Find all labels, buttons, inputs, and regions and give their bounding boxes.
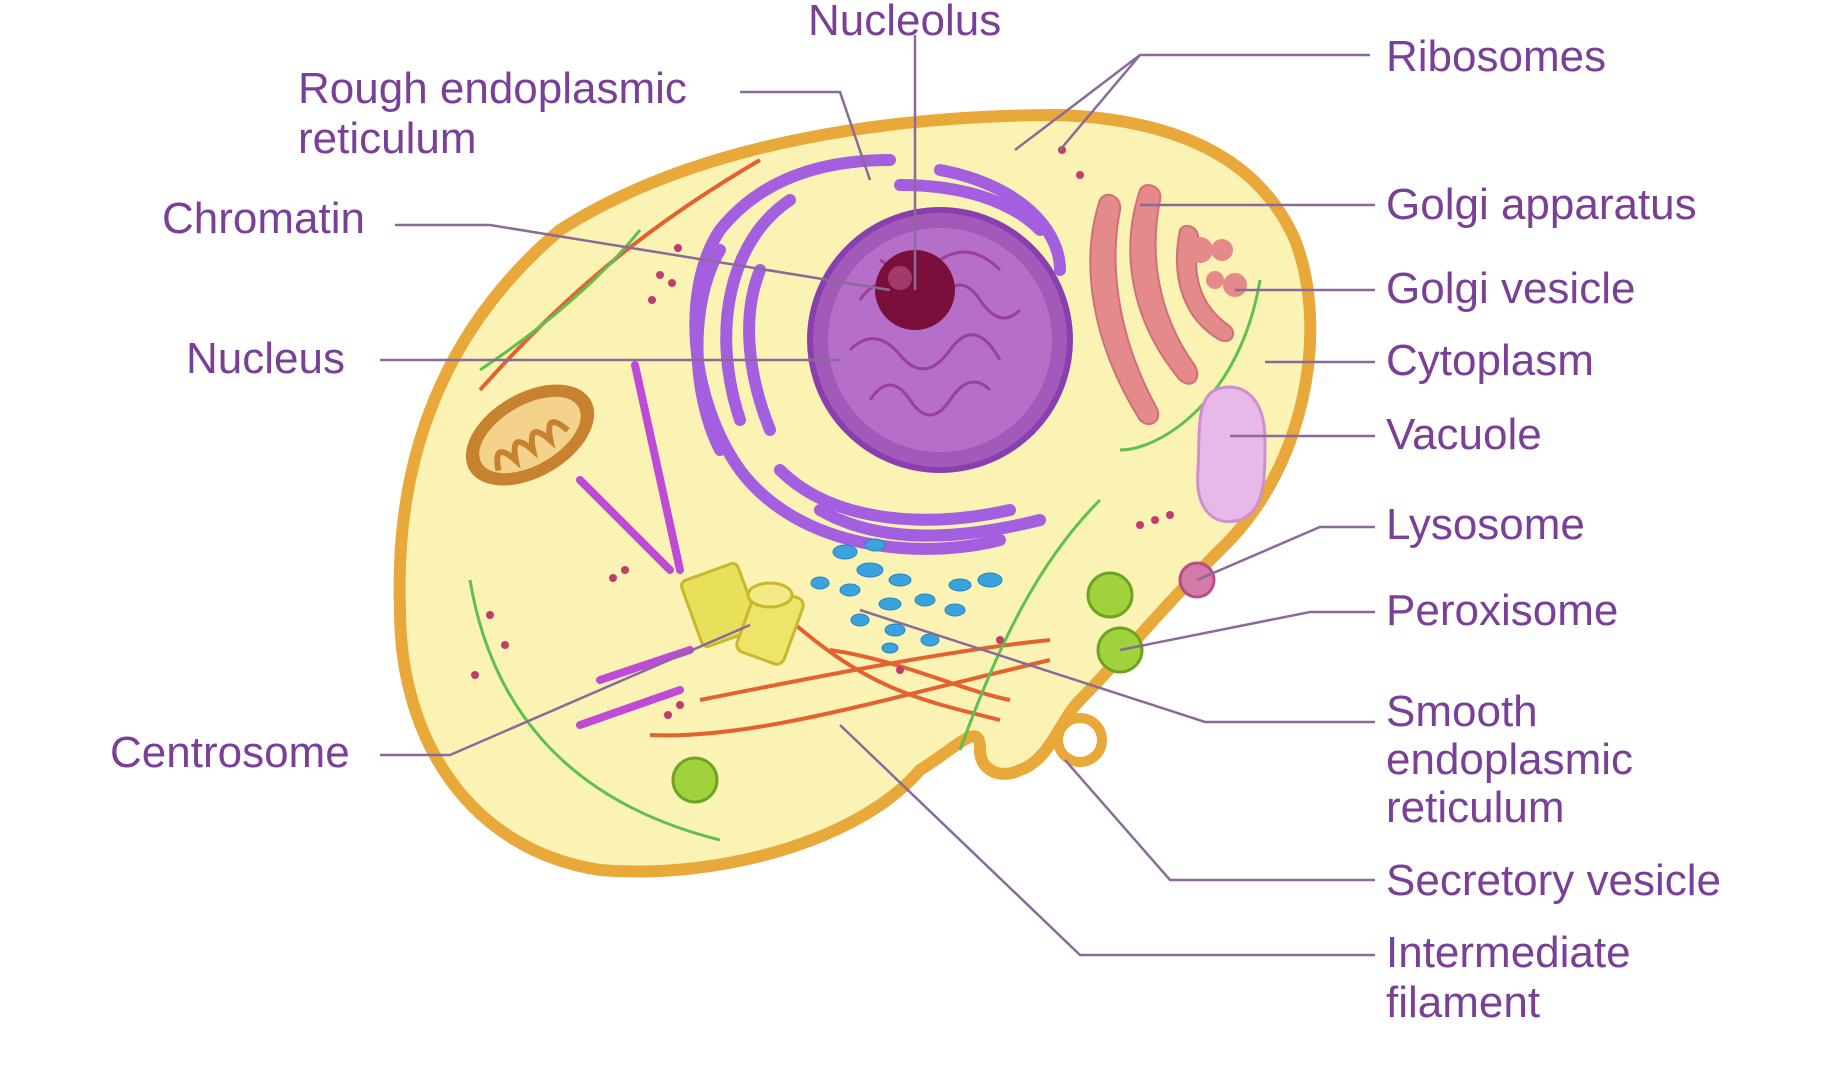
label-golgi-apparatus: Golgi apparatus xyxy=(1386,180,1697,229)
label-ribosomes: Ribosomes xyxy=(1386,32,1607,81)
cell-membrane xyxy=(393,108,1317,878)
nucleolus-highlight xyxy=(888,266,912,290)
label-chromatin: Chromatin xyxy=(162,194,365,243)
centrosome-shape xyxy=(680,562,805,666)
label-nucleolus: Nucleolus xyxy=(808,0,1002,45)
ribosome-dots xyxy=(471,146,1174,719)
centriole-rods xyxy=(576,361,694,729)
label-smooth-er: Smooth endoplasmic reticulum xyxy=(1386,687,1634,832)
label-intermediate-filament: Intermediate filament xyxy=(1386,928,1631,1027)
label-golgi-vesicle: Golgi vesicle xyxy=(1386,264,1636,313)
label-centrosome: Centrosome xyxy=(110,728,350,777)
smooth-er-shape xyxy=(810,538,1003,654)
secretory-vesicle-shape xyxy=(1053,713,1107,767)
label-peroxisome: Peroxisome xyxy=(1386,586,1619,635)
label-cytoplasm: Cytoplasm xyxy=(1386,336,1594,385)
leader-lines xyxy=(380,35,1375,957)
mitochondrion xyxy=(465,384,595,486)
microtubules xyxy=(468,229,1262,842)
vacuole-shape xyxy=(1196,385,1267,523)
label-lysosome: Lysosome xyxy=(1386,500,1585,549)
label-secretory-vesicle: Secretory vesicle xyxy=(1386,856,1722,905)
label-vacuole: Vacuole xyxy=(1386,410,1542,459)
label-nucleus: Nucleus xyxy=(186,334,345,383)
label-rough-er: Rough endoplasmic reticulum xyxy=(298,64,687,163)
golgi-vesicles xyxy=(1187,237,1247,297)
